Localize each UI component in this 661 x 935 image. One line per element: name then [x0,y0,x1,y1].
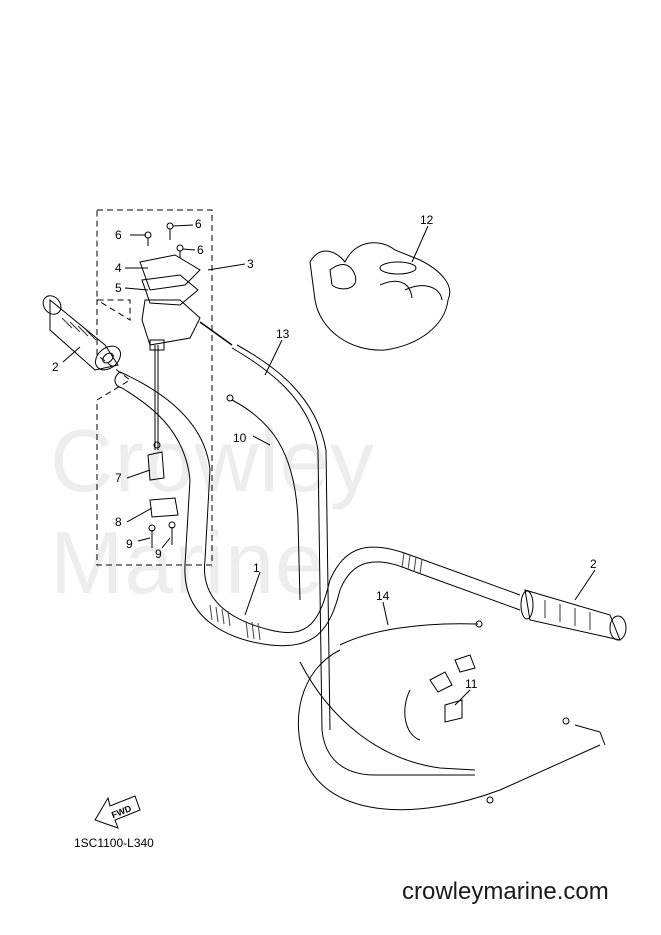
callout-7: 7 [115,471,122,485]
callout-8: 8 [115,515,122,529]
leader-lines [62,224,596,706]
cables [226,344,606,811]
cable-10 [231,399,301,601]
hood-cover [309,242,451,351]
left-grip [42,295,122,371]
lower-parts [147,441,179,548]
callout-numbers: 1 2 2 3 4 5 6 6 6 7 8 9 9 10 11 12 13 14 [52,213,597,691]
callout-14: 14 [376,589,390,603]
throttle-assembly [139,222,233,450]
site-url: crowleymarine.com [402,878,609,905]
callout-1: 1 [253,561,260,575]
callout-10: 10 [233,431,247,445]
callout-6c: 6 [197,243,204,257]
callout-2-left: 2 [52,360,59,374]
subassembly-dashed-box [96,209,213,566]
callout-6a: 6 [115,228,122,242]
handlebar [114,371,521,647]
callout-9a: 9 [126,537,133,551]
callout-9b: 9 [155,547,162,561]
callout-3: 3 [247,257,254,271]
callout-5: 5 [115,281,122,295]
callout-11: 11 [465,677,478,691]
cable-14 [339,623,479,646]
callout-13: 13 [276,327,290,341]
clamp [404,654,476,741]
callout-4: 4 [115,261,122,275]
right-grip [520,589,627,641]
diagram-code: 1SC1100-L340 [74,836,154,850]
cable-13 [231,347,475,776]
callout-12: 12 [420,213,434,227]
callout-2-right: 2 [590,557,597,571]
fwd-arrow-icon: FWD [94,795,141,829]
callout-6b: 6 [195,217,202,231]
